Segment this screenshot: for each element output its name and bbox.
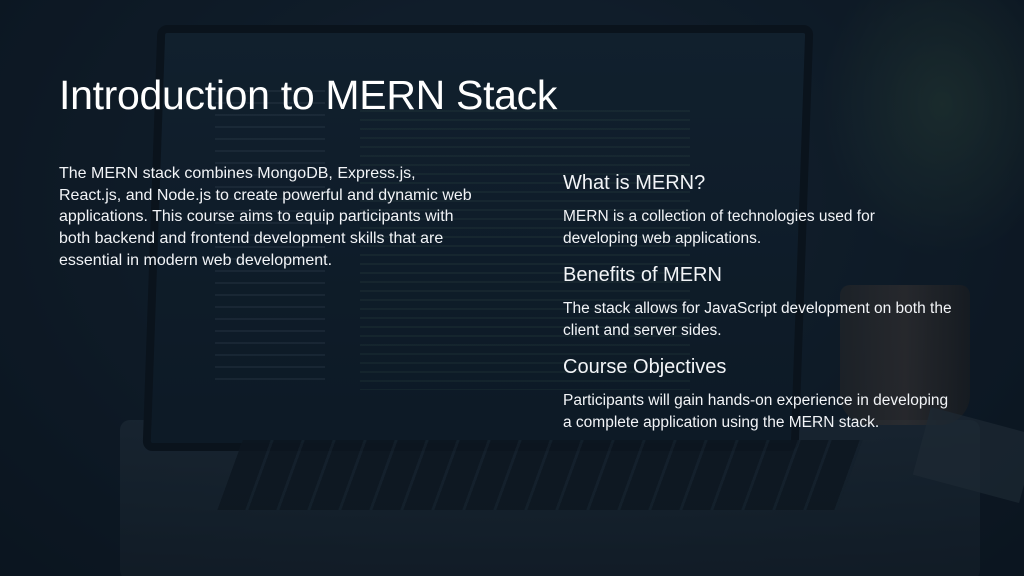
coffee-mug: [840, 285, 970, 425]
slide-title: Introduction to MERN Stack: [59, 72, 558, 118]
plant-decoration: [820, 0, 1024, 260]
code-graphic: [360, 110, 690, 390]
section-objectives: Course Objectives Participants will gain…: [563, 354, 953, 434]
section-benefits: Benefits of MERN The stack allows for Ja…: [563, 262, 953, 342]
section-heading: What is MERN?: [563, 172, 706, 194]
file-tree-graphic: [215, 90, 325, 390]
intro-paragraph: The MERN stack combines MongoDB, Express…: [59, 165, 472, 269]
section-what-is-mern: What is MERN? MERN is a collection of te…: [563, 170, 953, 250]
section-heading: Course Objectives: [563, 356, 727, 378]
section-body: The stack allows for JavaScript developm…: [563, 300, 952, 339]
section-body: MERN is a collection of technologies use…: [563, 208, 875, 247]
sections-column: What is MERN? MERN is a collection of te…: [563, 170, 953, 446]
section-body: Participants will gain hands-on experien…: [563, 392, 949, 431]
section-heading: Benefits of MERN: [563, 264, 722, 286]
